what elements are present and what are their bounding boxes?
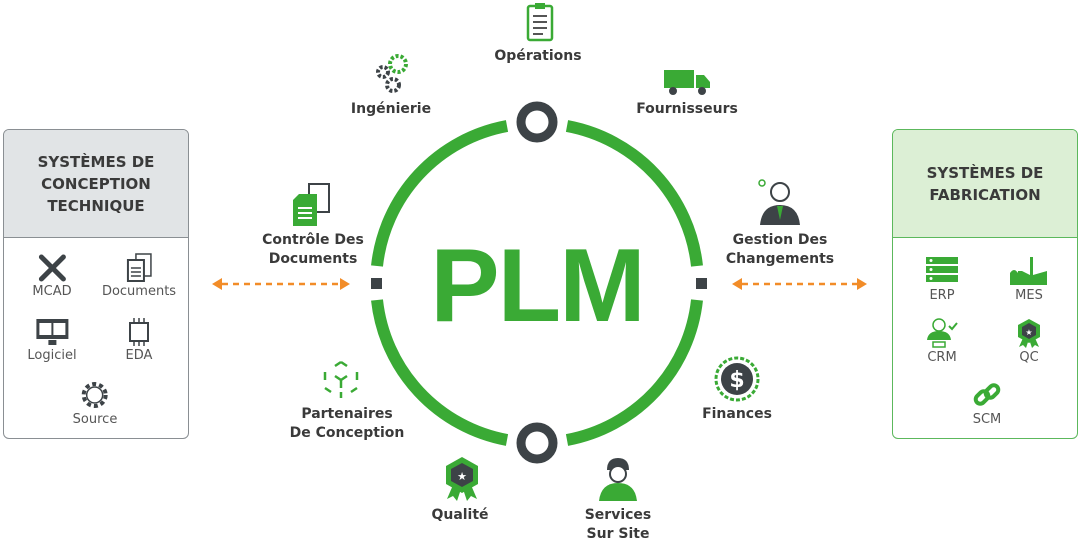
link-icon bbox=[973, 383, 1001, 406]
plm-title: PLM bbox=[430, 228, 646, 344]
quality-badge-icon: ★ bbox=[446, 457, 478, 501]
title-line1: SYSTÈMES DE bbox=[37, 152, 155, 171]
node-finances: Finances bbox=[702, 406, 772, 422]
label: Source bbox=[72, 412, 118, 427]
node-services-line2: Sur Site bbox=[586, 526, 650, 542]
item-crm: CRM bbox=[925, 318, 959, 365]
manager-icon bbox=[758, 179, 800, 225]
documents-icon bbox=[127, 253, 152, 282]
bottom-node bbox=[516, 422, 558, 464]
node-partenaires-line2: De Conception bbox=[289, 425, 405, 441]
item-source: Source bbox=[72, 380, 118, 427]
label: EDA bbox=[125, 348, 153, 363]
svg-text:$: $ bbox=[729, 368, 744, 393]
right-arrow-head-right bbox=[857, 278, 867, 290]
label: QC bbox=[1019, 350, 1039, 365]
quality-badge-icon: ★ bbox=[1018, 319, 1040, 348]
ring-arc-bottom-right bbox=[565, 299, 703, 446]
node-controle-line1: Contrôle Des bbox=[262, 232, 364, 248]
cube-network-icon bbox=[323, 360, 359, 398]
right-arrow-head-left bbox=[732, 278, 742, 290]
label: Logiciel bbox=[27, 348, 77, 363]
ring-arc-top-left bbox=[371, 120, 509, 267]
label: Documents bbox=[101, 284, 177, 299]
title-line3: TECHNIQUE bbox=[47, 196, 145, 215]
clipboard-icon bbox=[526, 3, 554, 42]
top-node bbox=[516, 101, 558, 143]
node-partenaires: Partenaires De Conception bbox=[290, 405, 405, 443]
item-eda: EDA bbox=[125, 318, 153, 363]
node-gestion-line2: Changements bbox=[725, 251, 835, 267]
node-ingenierie: Ingénierie bbox=[350, 101, 432, 117]
item-scm: SCM bbox=[972, 380, 1002, 427]
label: ERP bbox=[929, 288, 955, 303]
manufacturing-systems-box: SYSTÈMES DE FABRICATION ERP MES CRM ★ QC S… bbox=[892, 129, 1078, 439]
node-services-line1: Services bbox=[584, 507, 652, 523]
node-fournisseurs: Fournisseurs bbox=[636, 101, 738, 117]
ring-arc-bottom-left bbox=[371, 299, 509, 446]
title-line2: FABRICATION bbox=[929, 185, 1041, 204]
factory-icon bbox=[1010, 257, 1047, 285]
item-documents: Documents bbox=[102, 252, 176, 299]
label: MCAD bbox=[32, 284, 72, 299]
server-icon bbox=[926, 257, 958, 282]
item-erp: ERP bbox=[925, 256, 959, 303]
label: CRM bbox=[927, 350, 957, 365]
title-line1: SYSTÈMES DE bbox=[926, 163, 1044, 182]
manufacturing-systems-title: SYSTÈMES DE FABRICATION bbox=[893, 130, 1077, 238]
item-mes: MES bbox=[1009, 256, 1049, 303]
engineering-systems-title: SYSTÈMES DE CONCEPTION TECHNIQUE bbox=[4, 130, 188, 238]
truck-icon bbox=[664, 70, 710, 95]
engineering-systems-box: SYSTÈMES DE CONCEPTION TECHNIQUE MCAD Docu… bbox=[3, 129, 189, 439]
technician-icon bbox=[599, 458, 637, 501]
left-arrow-head-left bbox=[212, 278, 222, 290]
right-node bbox=[696, 278, 707, 289]
item-mcad: MCAD bbox=[32, 252, 72, 299]
node-operations: Opérations bbox=[494, 48, 582, 64]
node-controle-line2: Documents bbox=[268, 251, 358, 267]
chip-icon bbox=[129, 318, 149, 346]
node-partenaires-line1: Partenaires bbox=[301, 406, 393, 422]
gears-icon bbox=[376, 54, 408, 93]
dollar-coin-icon: $ bbox=[714, 356, 760, 402]
ring-arc-top-right bbox=[565, 120, 703, 267]
svg-text:★: ★ bbox=[1025, 328, 1032, 337]
tools-icon bbox=[38, 254, 66, 282]
node-qualite: Qualité bbox=[431, 507, 489, 523]
left-node bbox=[371, 278, 382, 289]
title-line2: CONCEPTION bbox=[41, 174, 151, 193]
gear-icon bbox=[82, 382, 108, 408]
node-gestion-line1: Gestion Des bbox=[732, 232, 828, 248]
monitor-icon bbox=[35, 319, 68, 345]
label: SCM bbox=[972, 412, 1002, 427]
customer-icon bbox=[927, 318, 958, 348]
documents-icon bbox=[293, 183, 330, 226]
item-logiciel: Logiciel bbox=[27, 318, 77, 363]
item-qc: ★ QC bbox=[1014, 318, 1044, 365]
svg-text:★: ★ bbox=[457, 470, 467, 483]
label: MES bbox=[1015, 288, 1043, 303]
left-arrow-head-right bbox=[340, 278, 350, 290]
